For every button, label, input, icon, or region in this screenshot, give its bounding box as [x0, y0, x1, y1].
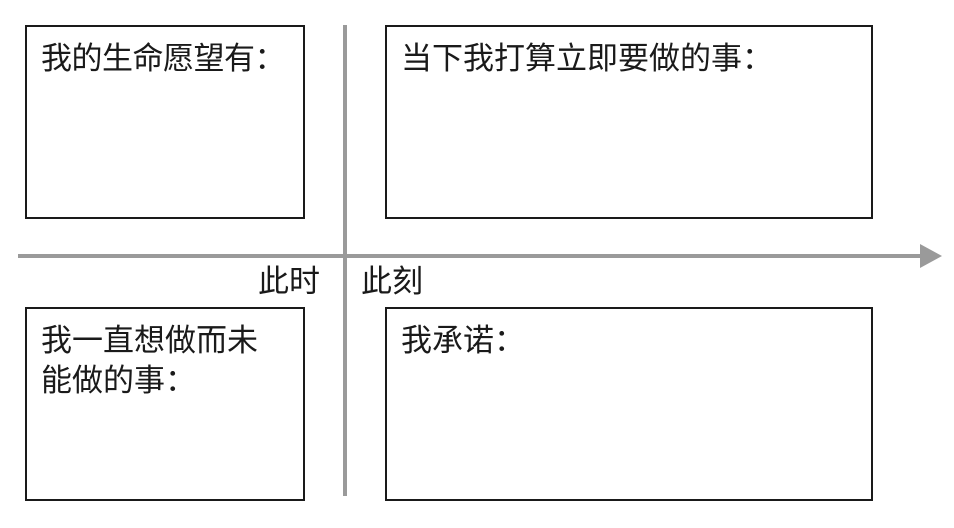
never-done-box: 我一直想做而未 能做的事： [25, 307, 305, 501]
promise-box: 我承诺： [385, 307, 873, 501]
arrow-head-icon [920, 244, 942, 268]
life-wishes-label: 我的生命愿望有： [41, 41, 286, 77]
do-now-box: 当下我打算立即要做的事： [385, 25, 873, 219]
do-now-label: 当下我打算立即要做的事： [401, 41, 773, 77]
promise-label: 我承诺： [401, 323, 525, 359]
axis-label-left: 此时 [258, 264, 320, 300]
never-done-label: 我一直想做而未 能做的事： [41, 323, 258, 399]
life-wishes-box: 我的生命愿望有： [25, 25, 305, 219]
axis-label-right: 此刻 [361, 264, 423, 300]
